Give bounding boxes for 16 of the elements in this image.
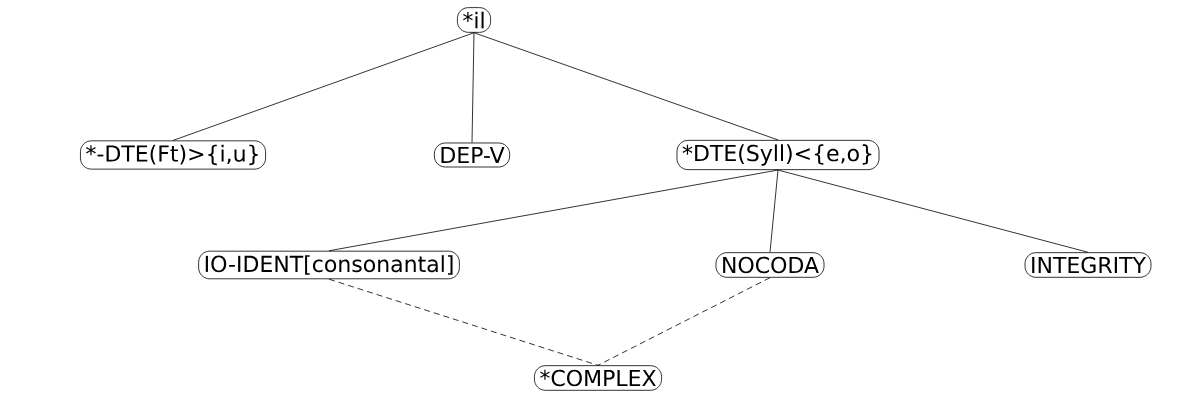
connector-line xyxy=(328,169,779,252)
constraint-box: IO-IDENT[consonantal] xyxy=(198,250,460,280)
connector-line xyxy=(473,32,779,141)
constraint-box: DEP-V xyxy=(433,142,511,168)
constraint-box: *DTE(Syll)<{e,o} xyxy=(676,139,880,171)
connector-line xyxy=(172,32,475,141)
constraint-box: NOCODA xyxy=(715,252,825,278)
connector-line xyxy=(471,32,475,143)
connector-line xyxy=(777,169,1089,253)
constraint-box: INTEGRITY xyxy=(1024,252,1152,278)
constraint-box: *-DTE(Ft)>{i,u} xyxy=(80,140,266,170)
constraint-box: *COMPLEX xyxy=(534,365,662,391)
constraint-box: *il xyxy=(457,7,491,33)
dashed-line xyxy=(597,277,771,366)
dashed-line xyxy=(328,278,599,366)
connector-line xyxy=(769,169,779,253)
